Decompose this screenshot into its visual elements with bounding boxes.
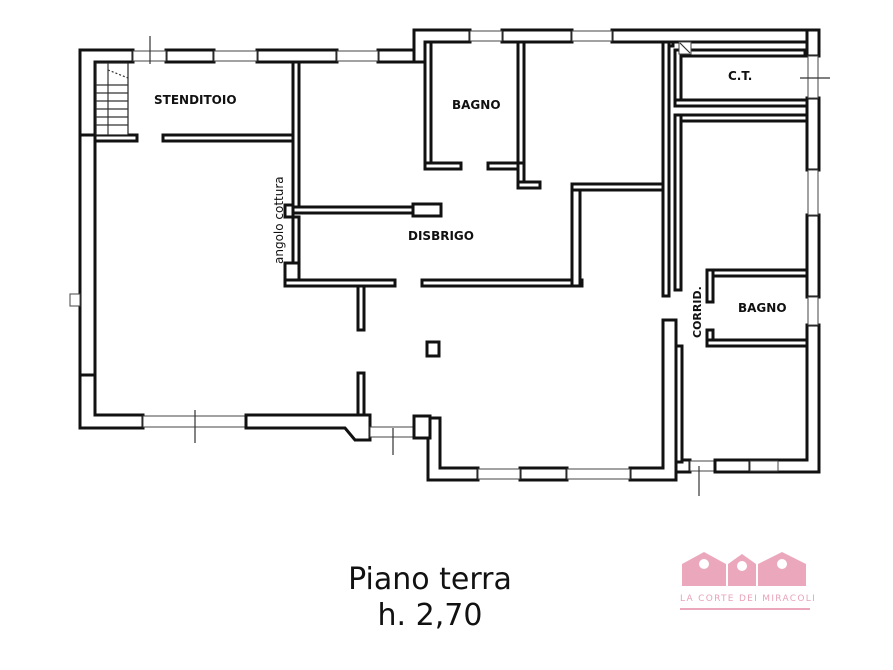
floor-title: Piano terra xyxy=(348,562,512,597)
brand-underline xyxy=(680,608,810,610)
room-label-stenditoio: STENDITOIO xyxy=(154,93,237,107)
room-label-bagno: BAGNO xyxy=(452,98,501,112)
brand-logo: LA CORTE DEI MIRACOLI xyxy=(680,550,817,610)
interior-walls xyxy=(93,40,809,464)
brand-name: LA CORTE DEI MIRACOLI xyxy=(680,594,817,604)
floor-caption: Piano terra h. 2,70 xyxy=(300,562,560,634)
houses-logo-icon xyxy=(682,552,806,586)
stairs-icon xyxy=(95,62,129,136)
room-label-ct: C.T. xyxy=(728,69,752,83)
room-label-angolo-cottura: angolo cottura xyxy=(272,176,286,264)
room-labels: STENDITOIO BAGNO C.T. angolo cottura DIS… xyxy=(154,69,787,338)
floor-height: h. 2,70 xyxy=(377,598,483,633)
room-label-bagno-2: BAGNO xyxy=(738,301,787,315)
axis-marks xyxy=(69,36,830,496)
room-label-corridoio: CORRID. xyxy=(691,286,704,338)
room-label-disbrigo: DISBRIGO xyxy=(408,229,474,243)
